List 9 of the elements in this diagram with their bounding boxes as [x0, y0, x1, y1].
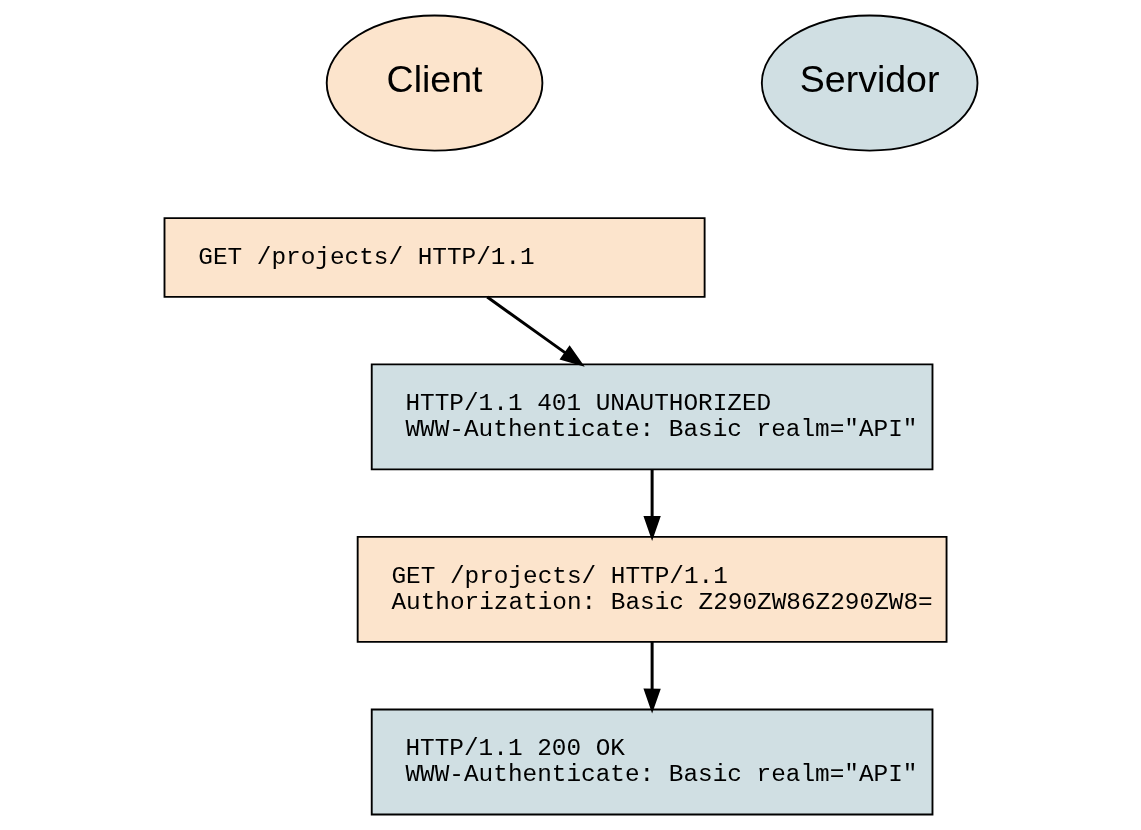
arrow [642, 469, 661, 541]
node-ellipse: Servidor [760, 14, 978, 152]
node-box: HTTP/1.1 401 UNAUTHORIZED WWW-Authenticate: Basic realm="API" [370, 363, 933, 471]
arrow [485, 295, 585, 367]
node-box: HTTP/1.1 200 OK WWW-Authenticate: Basic realm="API" [370, 708, 933, 816]
arrow [642, 641, 661, 714]
node-box: GET /projects/ HTTP/1.1 [163, 217, 706, 298]
node-ellipse: Client [325, 14, 543, 152]
node-box: GET /projects/ HTTP/1.1 Authorization: Basic Z290ZW86Z290ZW8= [356, 535, 947, 643]
